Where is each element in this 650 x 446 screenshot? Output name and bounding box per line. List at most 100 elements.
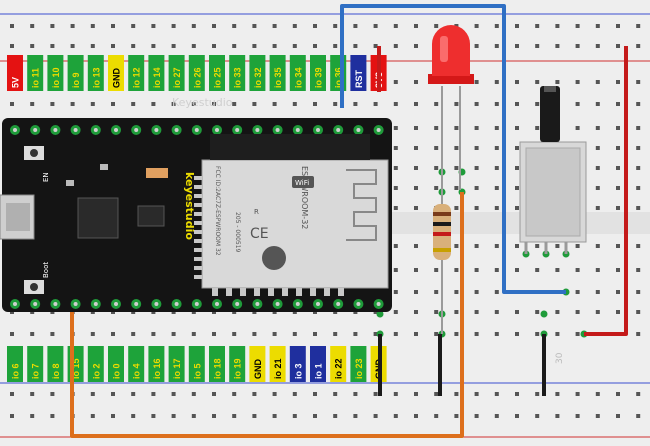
wifi-logo-text: WiFi [295, 179, 309, 187]
breadboard-hole [535, 392, 540, 396]
breadboard-hole [575, 24, 580, 28]
breadboard-hole [232, 44, 237, 48]
breadboard-hole [333, 332, 338, 336]
breadboard-hole [636, 126, 641, 130]
pin-label: io 22 [334, 358, 344, 379]
module-pin [268, 288, 274, 296]
breadboard-hole [636, 80, 641, 84]
module-pin [212, 288, 218, 296]
breadboard-hole [131, 332, 136, 336]
breadboard-hole [515, 80, 519, 84]
breadboard-hole [171, 44, 176, 48]
pin-label: io 15 [71, 358, 81, 379]
breadboard-hole [393, 126, 398, 130]
red-led [428, 25, 474, 190]
pin-label-chip [350, 346, 367, 382]
board-pin-center [295, 128, 300, 132]
pin-label-chip [27, 55, 44, 91]
breadboard-hole [494, 186, 499, 190]
led-rim [428, 74, 474, 84]
breadboard-hole [494, 332, 499, 336]
breadboard-hole [111, 102, 115, 106]
pot-shaft [540, 86, 560, 142]
pot-shaft-top [544, 86, 556, 92]
board-pin-center [255, 302, 260, 306]
breadboard-hole [616, 268, 620, 272]
breadboard-hole [353, 414, 358, 418]
breadboard-hole [454, 126, 459, 130]
board-pin-center [215, 302, 219, 306]
breadboard-hole [454, 102, 459, 106]
row-number-label: 30 [555, 352, 565, 364]
breadboard-hole [575, 414, 580, 418]
pin-label-chip [27, 346, 44, 382]
breadboard-hole [414, 290, 418, 294]
breadboard-hole [10, 392, 14, 396]
board-pin-center [356, 302, 361, 306]
breadboard-hole [535, 310, 540, 314]
pin-label: io 39 [314, 67, 324, 88]
breadboard-hole [535, 102, 540, 106]
breadboard-hole [494, 290, 499, 294]
breadboard-hole [10, 44, 14, 48]
breadboard-hole [252, 24, 257, 28]
board-pin-center [53, 302, 58, 306]
breadboard-hole [555, 244, 560, 248]
espressif-logo-icon [262, 246, 286, 270]
breadboard-hole [131, 44, 136, 48]
breadboard-hole [393, 80, 398, 84]
breadboard-hole [292, 414, 297, 418]
breadboard-hole [212, 24, 216, 28]
breadboard-hole [636, 44, 641, 48]
breadboard-hole [333, 414, 338, 418]
board-pin-center [73, 128, 78, 132]
breadboard-hole [616, 392, 620, 396]
breadboard-hole [434, 102, 439, 106]
breadboard-hole [434, 414, 439, 418]
breadboard-hole [414, 102, 418, 106]
breadboard-hole [393, 332, 398, 336]
en-label: EN [42, 172, 50, 182]
module-r-mark: R [254, 208, 259, 216]
breadboard-hole [595, 186, 600, 190]
breadboard-hole [474, 102, 479, 106]
pin-label: io 27 [172, 67, 182, 88]
breadboard-hole [50, 414, 55, 418]
board-pin-center [275, 302, 280, 306]
breadboard-hole [393, 244, 398, 248]
breadboard-hole [292, 102, 297, 106]
module-pin [194, 248, 202, 252]
breadboard-hole [414, 392, 418, 396]
board-pin-center [194, 302, 199, 306]
breadboard-hole [636, 414, 641, 418]
breadboard-hole [616, 310, 620, 314]
breadboard-hole [212, 102, 216, 106]
breadboard-hole [454, 244, 459, 248]
wroom-module-pins [194, 176, 344, 296]
breadboard-hole [474, 146, 479, 150]
board-pin-center [275, 128, 280, 132]
breadboard-hole [191, 392, 196, 396]
breadboard-hole [131, 392, 136, 396]
wire-red-long [584, 46, 628, 336]
breadboard-hole [494, 268, 499, 272]
breadboard-hole [434, 166, 439, 170]
breadboard-hole [595, 166, 600, 170]
breadboard-hole [414, 146, 418, 150]
board-pin-center [13, 128, 17, 132]
module-pin [194, 230, 202, 234]
pin-label: io 19 [233, 358, 243, 379]
breadboard-hole [575, 310, 580, 314]
breadboard-hole [414, 310, 418, 314]
breadboard-hole [535, 268, 540, 272]
pin-label: io 26 [192, 67, 202, 88]
breadboard-hole [616, 102, 620, 106]
breadboard-hole [353, 24, 358, 28]
breadboard-hole [535, 332, 540, 336]
module-fcc: FCC ID:2AC7Z-ESPWROOM 32 [214, 166, 221, 256]
breadboard-hole [595, 392, 600, 396]
pin-label: io 9 [71, 72, 81, 88]
breadboard-hole [414, 186, 418, 190]
breadboard-hole [575, 80, 580, 84]
